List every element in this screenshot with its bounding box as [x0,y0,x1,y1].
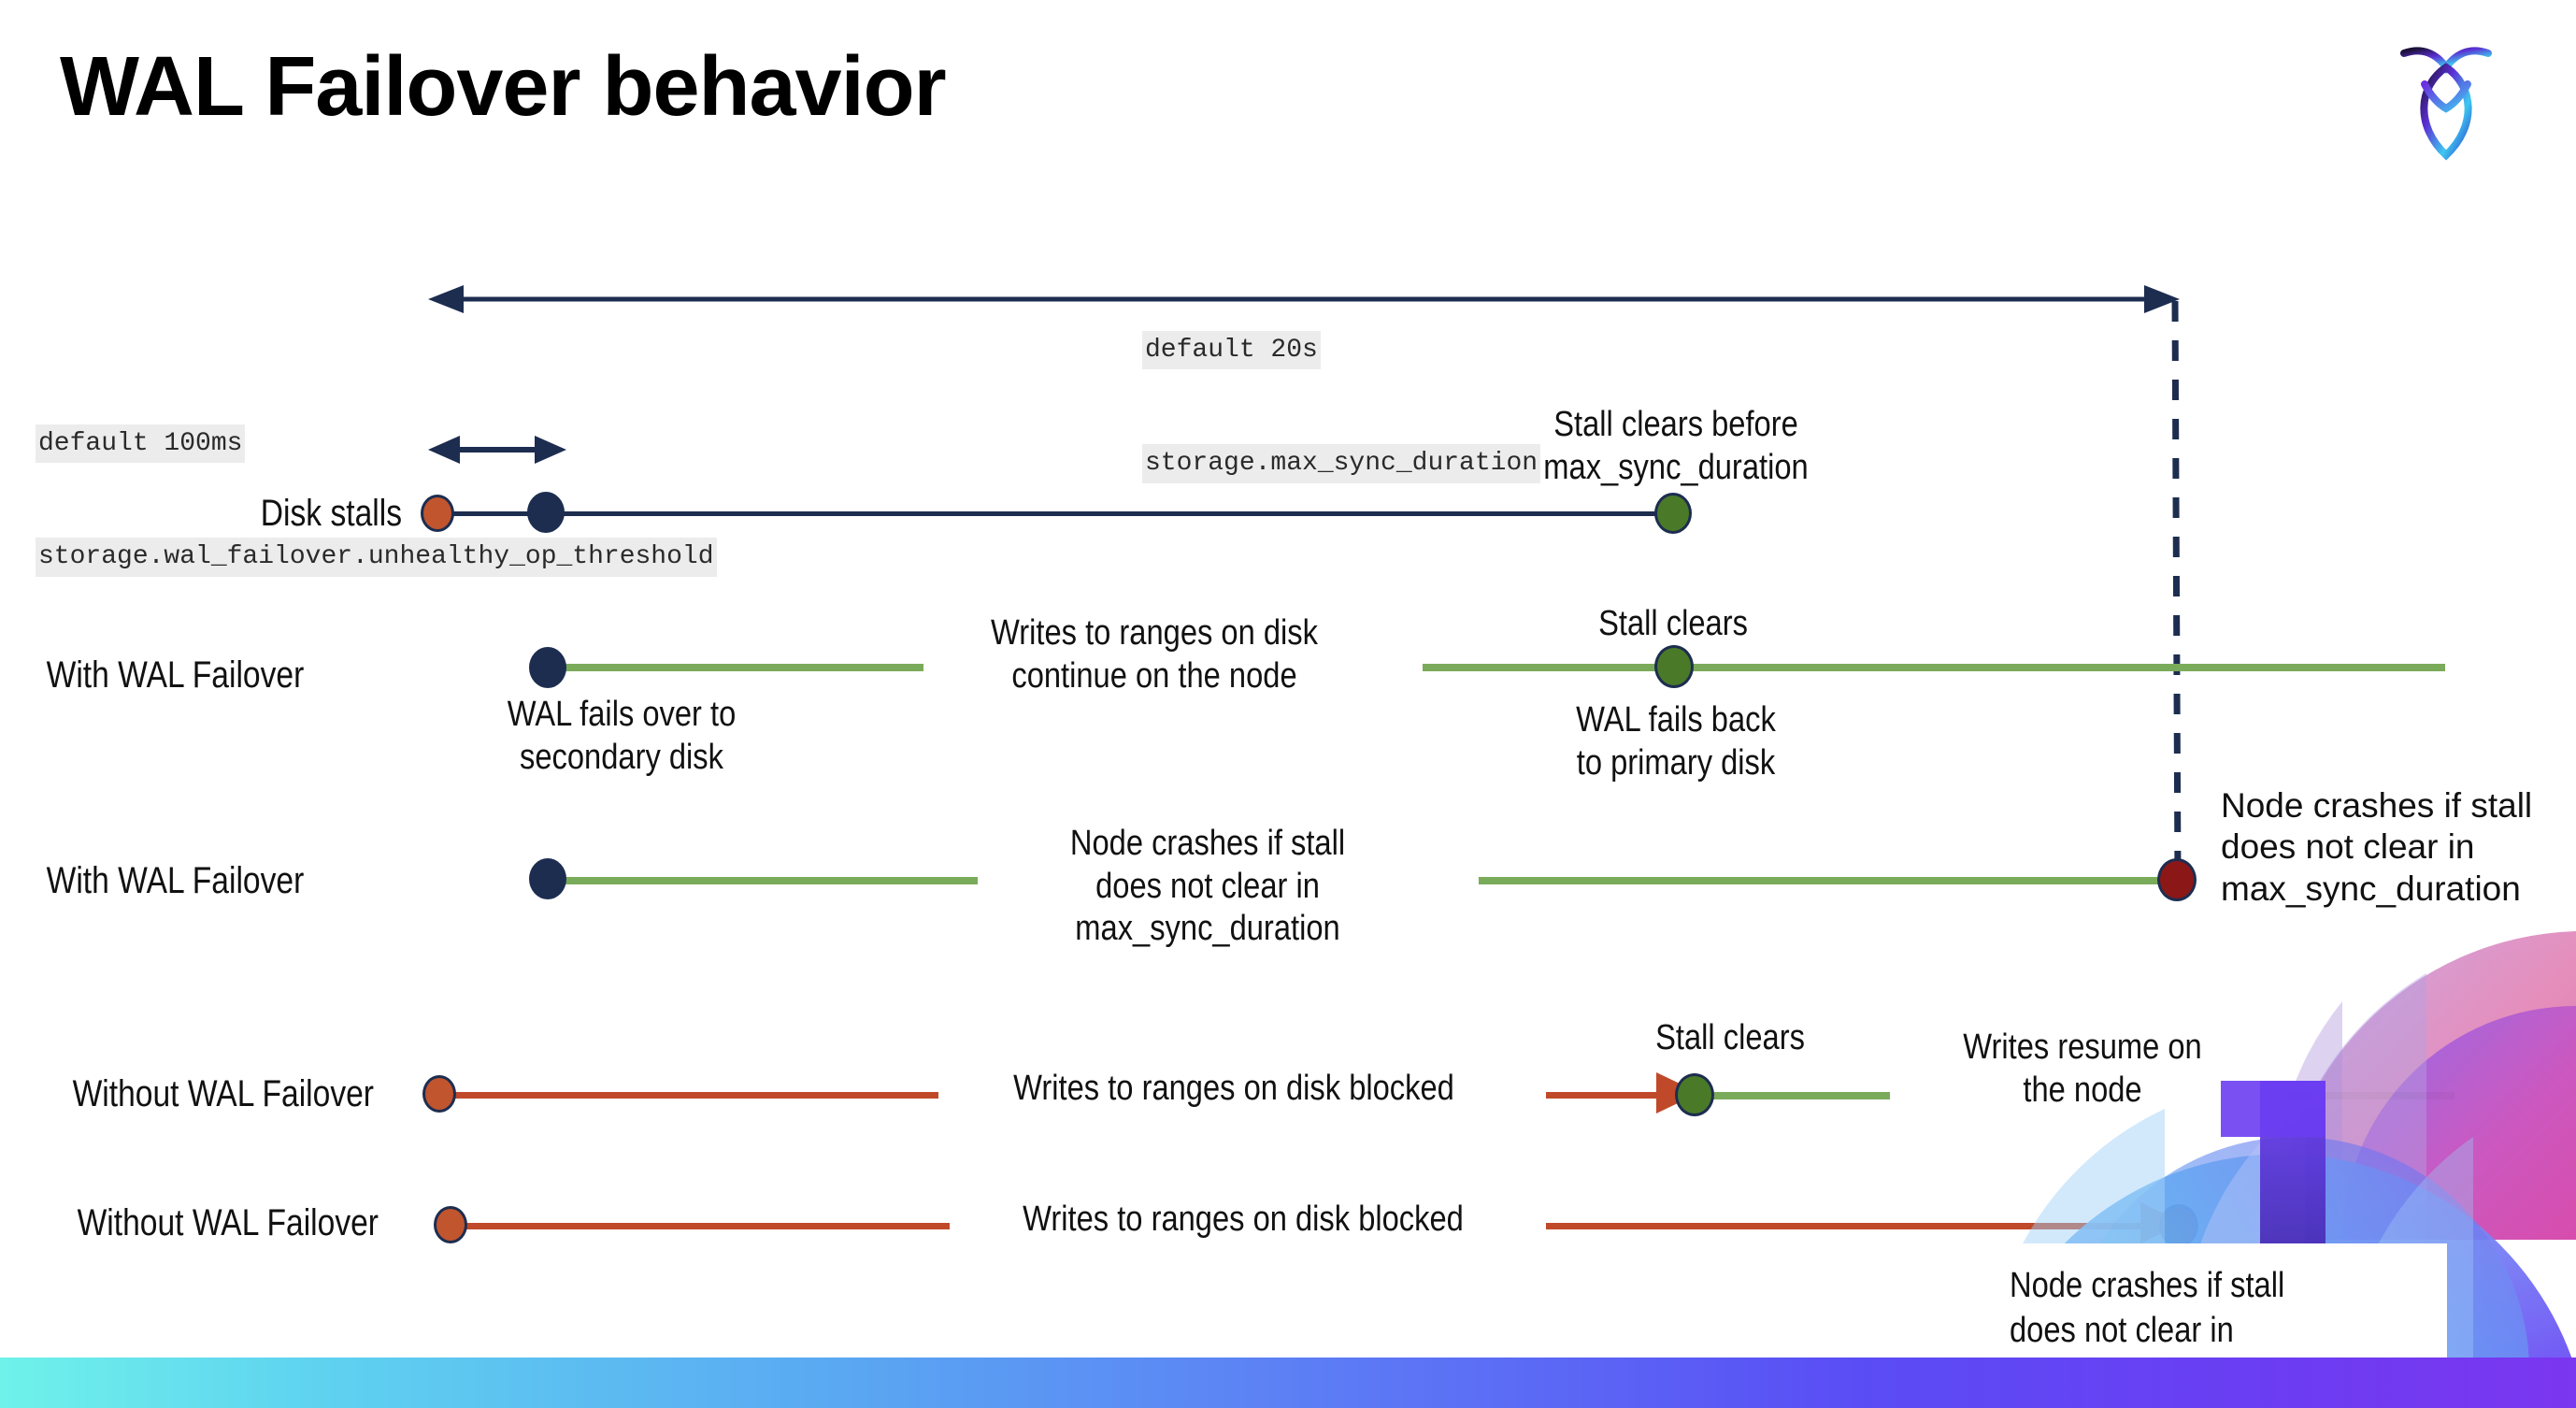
page-title: WAL Failover behavior [60,40,947,134]
row-label-without-wal-failover-2: Without WAL Failover [77,1202,379,1243]
with-wal-failover-2-segment-a [542,877,978,884]
without-wal-failover-1-clears-dot [1675,1073,1714,1116]
without-wal-failover-2-crash-dot [2159,1204,2198,1247]
max-sync-duration-dropline [2171,300,2182,880]
annotation-writes-blocked-row5: Writes to ranges on disk blocked [1023,1200,1464,1239]
annotation-wal-fails-back-to-primary-disk: WAL fails back to primary disk [1576,700,1776,783]
callout-max-sync-duration: default 20s storage.max_sync_duration [1142,256,1541,557]
without-wal-failover-1-blocked-segment-b [1546,1092,1667,1099]
unhealthy-op-threshold-span-arrow [428,436,566,464]
without-wal-failover-2-blocked-segment-b [1546,1223,2144,1229]
callout-unhealthy-op-threshold-setting: storage.wal_failover.unhealthy_op_thresh… [36,537,717,577]
without-wal-failover-1-start-dot [422,1075,456,1113]
without-wal-failover-1-resume-segment [1707,1092,1890,1099]
disk-stalls-clears-dot [1654,493,1692,534]
disk-stalls-timeline [441,511,1684,516]
with-wal-failover-1-failover-dot [529,647,566,688]
disk-stalls-start-dot [421,495,454,532]
annotation-stall-clears-row2: Stall clears [1598,604,1748,643]
disk-stalls-threshold-dot [527,492,565,533]
without-wal-failover-2-start-dot [434,1206,467,1243]
without-wal-failover-1-blocked-segment [443,1092,938,1099]
max-sync-duration-span-arrow [428,285,2180,313]
with-wal-failover-1-clears-dot [1654,645,1694,688]
callout-unhealthy-op-threshold-default: default 100ms [36,424,246,464]
annotation-stall-clears-row4: Stall clears [1655,1018,1805,1057]
with-wal-failover-2-crash-dot [2157,858,2197,901]
annotation-writes-resume-row4: Writes resume on the node [1963,1027,2202,1110]
callout-unhealthy-op-threshold: default 100ms storage.wal_failover.unhea… [36,350,717,651]
cockroachdb-logo-icon [2385,28,2507,168]
with-wal-failover-2-segment-b [1479,877,2182,884]
row-label-with-wal-failover-2: With WAL Failover [46,860,305,901]
annotation-node-crashes-row3: Node crashes if stall does not clear in … [2221,786,2533,908]
callout-max-sync-duration-setting: storage.max_sync_duration [1142,443,1541,483]
row-label-without-wal-failover-1: Without WAL Failover [72,1073,374,1114]
with-wal-failover-1-segment-a [542,664,923,671]
annotation-writes-continue-row2: Writes to ranges on disk continue on the… [991,613,1318,696]
annotation-writes-continue-row3: Node crashes if stall does not clear in … [1069,824,1346,949]
row-label-with-wal-failover-1: With WAL Failover [46,654,305,696]
annotation-stall-clears-before-max-sync-duration: Stall clears before max_sync_duration [1543,405,1809,487]
row-label-disk-stalls: Disk stalls [260,493,402,534]
with-wal-failover-2-failover-dot [529,858,566,899]
annotation-writes-blocked-row4: Writes to ranges on disk blocked [1013,1069,1454,1108]
bottom-accent-bar [0,1358,2576,1408]
without-wal-failover-2-blocked-segment-a [454,1223,950,1229]
with-wal-failover-1-segment-b [1423,664,2445,671]
annotation-wal-fails-over-to-secondary-disk: WAL fails over to secondary disk [507,695,737,777]
callout-max-sync-duration-default: default 20s [1142,330,1321,370]
without-wal-failover-1-resume-segment-b [2288,1092,2454,1099]
